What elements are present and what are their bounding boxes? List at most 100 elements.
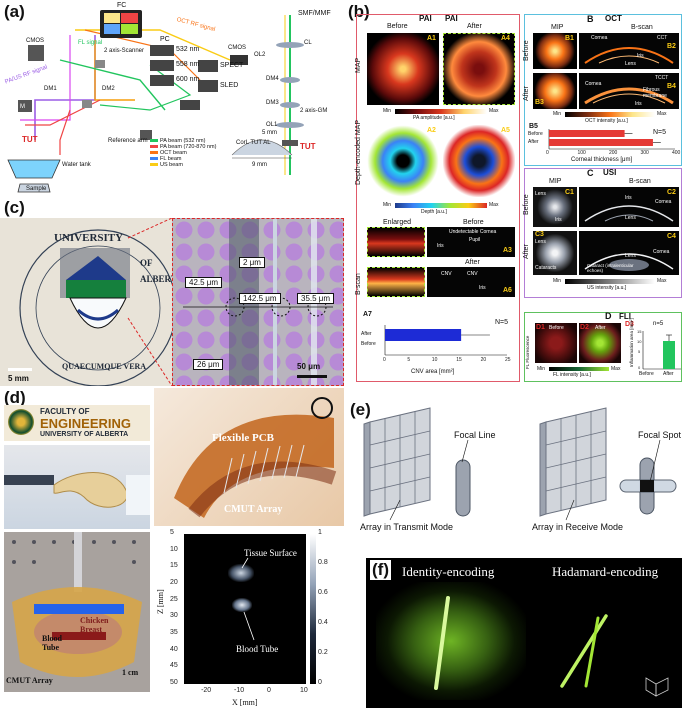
panel-label-d: (d)	[4, 388, 26, 407]
a-optic-ol1: OL1	[266, 122, 278, 128]
b-pa-max: Max	[489, 108, 499, 114]
b-depth-max: Max	[489, 202, 499, 208]
b-enlarged-before	[367, 227, 425, 257]
a-optic-cl: CL	[304, 40, 312, 46]
b-c1-iris: Iris	[555, 217, 562, 223]
d-banner-l1: FACULTY OF	[40, 407, 90, 416]
a-optic-cmos: CMOS	[228, 45, 246, 51]
d-cbtick: 0.8	[318, 559, 328, 566]
a-optic-pd: M	[20, 104, 25, 110]
d-xtick: 10	[300, 687, 308, 694]
b-oct-title: OCT	[605, 14, 622, 23]
d-xlabel: X [mm]	[232, 698, 258, 707]
b-bscan-before: Before	[463, 219, 484, 226]
a-box-smf: SMF/MMF	[298, 10, 331, 17]
b-usi-max: Max	[657, 278, 667, 284]
b-b5-n: N=5	[653, 129, 667, 136]
b-fli-title: FLI	[619, 312, 631, 321]
d-cmut-label: CMUT Array	[224, 504, 283, 515]
b-b5-tick: 100	[577, 150, 586, 156]
b-enlarged-after	[367, 267, 425, 297]
b-fli-side: FL Fluorescence	[525, 335, 530, 369]
b-a6-cnv2: CNV	[467, 271, 478, 277]
b-tile-b3-label: B3	[535, 99, 544, 106]
b-pai-title: PAI	[445, 14, 458, 23]
b-b5-tile: B5	[529, 123, 538, 130]
b-a3-iris: Iris	[437, 243, 444, 249]
b-a7-bar-after	[385, 329, 462, 341]
b-fli-min: Min	[537, 366, 546, 372]
d-ytick: 5	[170, 529, 174, 536]
b-pai-row-map: MAP	[355, 57, 362, 73]
b-d3-chart	[642, 331, 681, 370]
b-b2-cornea: Cornea	[591, 35, 608, 41]
b-tile-b2-label: B2	[667, 43, 676, 50]
a-optic-cmos-left: CMOS	[26, 38, 44, 44]
a-box-sled: SLED	[220, 82, 239, 89]
b-fli-section: D FLI FL Fluorescence D1 Before D2 After…	[524, 311, 682, 382]
b-pai-section: PAI A1 PAI Before After MAP Depth-encode…	[355, 14, 520, 382]
b-oct-section: B OCT MIP B-scan Before After Cornea CCT…	[523, 14, 682, 166]
b-tile-a1-label: A1	[427, 35, 436, 42]
b-usi-section: C USI MIP B-scan Before After Lens Iris …	[523, 168, 682, 298]
a-tut-label: TUT	[22, 135, 38, 144]
b-b5-xlabel: Corneal thickness [μm]	[571, 157, 633, 163]
b-a3-pupil: Pupil	[469, 237, 481, 243]
b-d3-cat-after: After	[663, 371, 674, 377]
a-optic-dm2: DM2	[102, 86, 115, 92]
a-optic-ref: Reference arm	[108, 138, 148, 144]
b-b5-bar-after	[549, 139, 653, 146]
a-box-pc: PC	[160, 36, 170, 43]
c-dim-35: 35.5 μm	[297, 293, 335, 304]
a-path-fl: FL signal	[78, 40, 103, 46]
b-oct-mip: MIP	[551, 24, 564, 31]
a-optic-gm: 2 axis-GM	[300, 108, 328, 114]
b-usi-after: After	[523, 244, 530, 259]
a-optic-sample: Sample	[26, 186, 47, 192]
c-dim-2um: 2 μm	[239, 257, 265, 268]
b-b5-tick: 300	[640, 150, 649, 156]
b-usi-bscan: B-scan	[629, 178, 651, 185]
d-crest-icon	[8, 409, 34, 435]
b-a7-tick: 15	[456, 357, 462, 363]
b-tile-a3-label: A3	[503, 247, 512, 254]
b-b5-tick: 200	[609, 150, 618, 156]
b-usi-title: USI	[603, 168, 617, 177]
b-depth-min: Min	[383, 202, 392, 208]
b-b2-cct: CCT	[657, 35, 668, 41]
b-tile-a5	[443, 125, 515, 197]
b-a7-row-after: After	[361, 331, 372, 337]
b-b5-bar-before	[549, 130, 625, 137]
d-xtick: -20	[201, 687, 212, 694]
b-tile-a2	[367, 125, 439, 197]
d-pcb-label: Flexible PCB	[212, 432, 275, 444]
d-ytick: 20	[170, 579, 178, 586]
b-pai-header: PAI A1	[419, 14, 432, 23]
d-ylabel: Z [mm]	[156, 589, 165, 614]
b-fli-label: FL intensity [a.u.]	[553, 372, 591, 378]
panel-label-f: (f)	[370, 560, 391, 580]
b-d1-before: Before	[549, 325, 564, 331]
d-annot-bloodtube: Blood Tube	[236, 644, 279, 654]
b-a7-tick: 5	[407, 357, 411, 363]
e-focal-spot: Focal Spot	[638, 430, 682, 440]
b-a7-tick: 0	[383, 357, 386, 363]
b-usi-min: Min	[553, 278, 562, 284]
d-ribbon-photo	[4, 445, 150, 529]
b-pai-row-depth: Depth-encoded MAP	[355, 120, 362, 185]
d-cbtick: 0.2	[318, 649, 328, 656]
b-tile-c4	[579, 231, 679, 275]
c-scale-right: 50 μm	[297, 362, 321, 371]
d-ytick: 10	[170, 545, 178, 553]
d-banner: FACULTY OF ENGINEERING UNIVERSITY OF ALB…	[4, 405, 150, 441]
b-a6-cnv1: CNV	[441, 271, 452, 277]
d-ytick: 30	[170, 612, 178, 620]
b-a7-xlabel: CNV area [mm²]	[411, 369, 455, 375]
b-tile-c2	[579, 187, 679, 227]
panel-label-b: (b)	[348, 2, 370, 21]
b-tile-b4-label: B4	[667, 83, 676, 90]
b-b5-row-after: After	[528, 139, 539, 145]
b-tile-b3	[533, 73, 577, 109]
e-diagram: Focal Line Array in Transmit Mode Focal …	[350, 400, 682, 550]
